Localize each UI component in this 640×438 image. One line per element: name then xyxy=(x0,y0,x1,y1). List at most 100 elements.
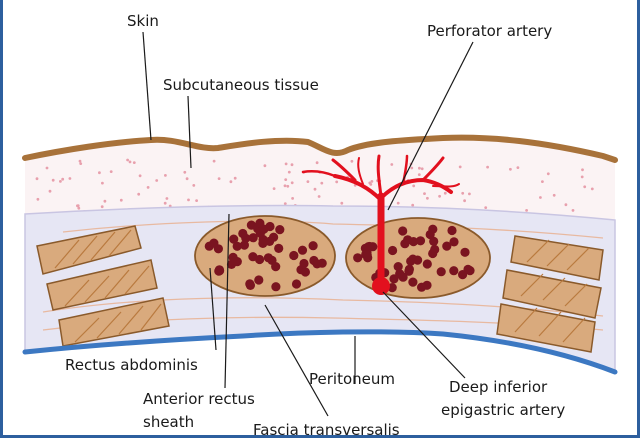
fat-dot xyxy=(49,190,52,193)
fat-dot xyxy=(541,180,544,183)
fat-dot xyxy=(37,198,40,201)
muscle-fiber-dot xyxy=(255,219,264,228)
muscle-fiber-dot xyxy=(428,249,437,258)
muscle-fiber-dot xyxy=(353,253,362,262)
muscle-fiber-dot xyxy=(269,233,278,242)
fat-dot xyxy=(101,182,104,185)
label-fascia-transversalis: Fascia transversalis xyxy=(253,421,400,438)
muscle-fiber-dot xyxy=(447,226,456,235)
fat-dot xyxy=(318,195,321,198)
fat-dot xyxy=(129,161,132,164)
muscle-fiber-dot xyxy=(429,237,438,246)
muscle-fiber-dot xyxy=(442,242,451,251)
fat-dot xyxy=(539,196,542,199)
muscle-fiber-dot xyxy=(298,246,307,255)
muscle-fiber-dot xyxy=(229,235,238,244)
fat-dot xyxy=(459,166,462,169)
muscle-fiber-dot xyxy=(271,282,280,291)
fat-dot xyxy=(46,167,49,170)
muscle-fiber-dot xyxy=(271,262,280,271)
fat-dot xyxy=(164,202,167,205)
fat-dot xyxy=(192,184,195,187)
fat-dot xyxy=(418,173,421,176)
fat-dot xyxy=(320,182,323,185)
label-peritoneum: Peritoneum xyxy=(309,370,395,388)
muscle-fiber-dot xyxy=(292,279,301,288)
fat-dot xyxy=(426,197,429,200)
fat-dot xyxy=(444,192,447,195)
muscle-fiber-dot xyxy=(255,255,264,264)
fat-dot xyxy=(213,160,216,163)
fat-dot xyxy=(351,160,354,163)
fat-dot xyxy=(423,192,426,195)
fat-dot xyxy=(307,180,310,183)
fat-dot xyxy=(486,166,489,169)
muscle-fiber-dot xyxy=(394,262,403,271)
fat-dot xyxy=(572,209,575,212)
fat-dot xyxy=(110,170,113,173)
fat-dot xyxy=(137,193,140,196)
fat-dot xyxy=(166,197,169,200)
fat-dot xyxy=(314,188,317,191)
muscle-fiber-dot xyxy=(254,275,263,284)
fat-dot xyxy=(284,178,287,181)
fat-dot xyxy=(284,202,287,205)
muscle-fiber-dot xyxy=(416,236,425,245)
muscle-fiber-dot xyxy=(209,239,218,248)
fat-dot xyxy=(509,168,512,171)
muscle-fiber-dot xyxy=(238,229,247,238)
fat-dot xyxy=(583,185,586,188)
muscle-fiber-dot xyxy=(275,225,284,234)
fat-dot xyxy=(273,187,276,190)
fat-dot xyxy=(77,207,80,210)
fat-dot xyxy=(133,161,136,164)
fat-dot xyxy=(164,174,167,177)
fat-dot xyxy=(335,181,338,184)
fat-dot xyxy=(565,203,568,206)
fat-dot xyxy=(438,195,441,198)
fat-dot xyxy=(291,197,294,200)
muscle-fiber-dot xyxy=(258,239,267,248)
fat-dot xyxy=(186,177,189,180)
fat-dot xyxy=(461,192,464,195)
fat-dot xyxy=(291,163,294,166)
muscle-fiber-dot xyxy=(264,253,273,262)
fat-dot xyxy=(410,167,413,170)
fat-dot xyxy=(421,167,424,170)
fat-dot xyxy=(218,177,221,180)
fat-dot xyxy=(59,180,62,183)
muscle-fiber-dot xyxy=(400,239,409,248)
fat-dot xyxy=(61,178,64,181)
muscle-fiber-dot xyxy=(318,259,327,268)
fat-dot xyxy=(291,181,294,184)
label-perforator-artery: Perforator artery xyxy=(427,22,552,40)
fat-dot xyxy=(390,163,393,166)
fat-dot xyxy=(581,176,584,179)
muscle-fiber-dot xyxy=(460,248,469,257)
fat-dot xyxy=(547,172,550,175)
muscle-fiber-dot xyxy=(245,279,254,288)
muscle-fiber-dot xyxy=(388,246,397,255)
label-anterior-rectus-sheath-line1: Anterior rectus xyxy=(143,390,255,408)
fat-dot xyxy=(525,209,528,212)
fat-dot xyxy=(36,177,39,180)
fat-dot xyxy=(286,185,289,188)
muscle-fiber-dot xyxy=(398,226,407,235)
fat-dot xyxy=(120,199,123,202)
muscle-fiber-dot xyxy=(289,251,298,260)
fat-dot xyxy=(264,164,267,167)
fat-dot xyxy=(397,202,400,205)
fat-dot xyxy=(553,194,556,197)
muscle-fiber-dot xyxy=(417,283,426,292)
fat-dot xyxy=(412,185,415,188)
fat-dot xyxy=(418,167,421,170)
muscle-fiber-dot xyxy=(301,267,310,276)
fat-dot xyxy=(369,183,372,186)
fat-dot xyxy=(104,200,107,203)
lateral-muscles-right xyxy=(497,236,603,352)
fat-dot xyxy=(591,188,594,191)
muscle-fiber-dot xyxy=(423,259,432,268)
fat-dot xyxy=(285,163,288,166)
fat-dot xyxy=(284,184,287,187)
